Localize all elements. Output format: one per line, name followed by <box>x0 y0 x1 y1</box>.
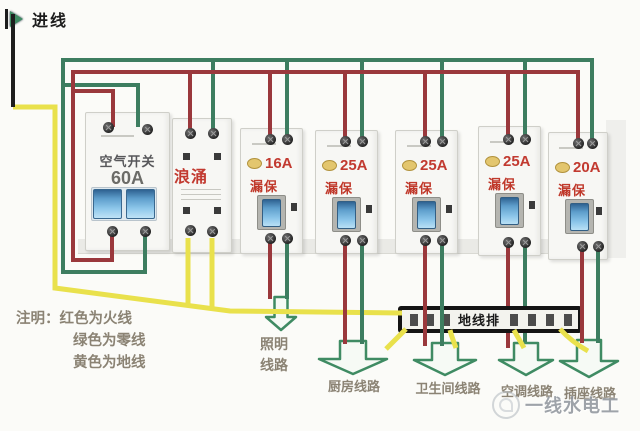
breaker-20A: 20A 漏保 <box>548 132 608 260</box>
terminal-screw <box>206 225 218 237</box>
breaker-rating: 25A <box>420 156 448 174</box>
live-wires <box>71 70 584 346</box>
terminal-screw <box>106 225 118 237</box>
breaker-rating: 60A <box>110 168 145 188</box>
label-socket-circuit: 插座线路 <box>563 386 616 401</box>
terminal-screw <box>586 137 598 149</box>
legend-line-yellow: 黄色为地线 <box>73 355 146 371</box>
terminal-screw <box>281 232 293 244</box>
ground-trunk-wire <box>13 104 403 316</box>
breaker-rating: 25A <box>503 152 531 170</box>
down-arrow-ac <box>497 341 555 377</box>
live-feed-main <box>73 89 115 127</box>
terminal-screw <box>519 133 531 145</box>
down-arrow-kitchen <box>317 339 389 376</box>
label-bathroom-circuit: 卫生间线路 <box>415 381 481 396</box>
breaker-25A: 25A 漏保 <box>478 126 541 256</box>
watermark-text: 一线水电工 <box>525 396 620 416</box>
incoming-label: 进线 <box>32 13 69 30</box>
breaker-rating: 16A <box>265 154 293 172</box>
label-kitchen-circuit: 厨房线路 <box>327 379 380 394</box>
terminal-screw <box>419 234 431 246</box>
panel-edge <box>606 120 626 258</box>
ground-branch-socket <box>558 327 590 354</box>
ground-branch-ac <box>511 328 527 350</box>
terminal-screw <box>592 240 604 252</box>
ground-bus-label: 地线排 <box>458 313 501 328</box>
terminal-screw <box>141 123 153 135</box>
breaker-toggle <box>257 195 286 230</box>
brand-logo-icon <box>247 157 262 169</box>
terminal-screw <box>436 135 448 147</box>
terminal-screw <box>572 137 584 149</box>
breaker-toggle <box>495 193 524 228</box>
legend-note: 注明：红色为火线 绿色为零线 黄色为地线 <box>16 308 146 374</box>
terminal-screw <box>139 225 151 237</box>
legend-line-green: 绿色为零线 <box>73 333 146 349</box>
terminal-screw <box>281 133 293 145</box>
terminal-screw <box>264 133 276 145</box>
terminal-screw <box>264 232 276 244</box>
terminal-screw <box>339 234 351 246</box>
terminal-screw <box>519 236 531 248</box>
breaker-name: 漏保 <box>558 183 587 198</box>
terminal-screw <box>184 224 196 236</box>
terminal-screw <box>356 135 368 147</box>
brand-logo-icon <box>322 159 337 171</box>
label-lighting-circuit: 照明线路 <box>260 336 288 373</box>
terminal-screw <box>419 135 431 147</box>
breaker-rating: 20A <box>573 158 601 176</box>
breaker-toggle <box>91 187 157 221</box>
breaker-60A: 空气开关 60A <box>85 112 170 251</box>
breaker-name: 空气开关 <box>99 154 156 169</box>
brand-logo-icon <box>555 161 570 173</box>
breaker-rating: 25A <box>340 156 368 174</box>
terminal-screw <box>356 234 368 246</box>
watermark: 一线水电工 <box>492 391 620 419</box>
down-arrow-socket <box>558 338 620 379</box>
breaker-toggle <box>332 197 361 232</box>
ground-bus-bar: 地线排 <box>398 306 582 333</box>
breaker-浪涌: 浪涌 <box>172 118 232 253</box>
terminal-screw <box>207 127 219 139</box>
neutral-wires <box>61 58 600 346</box>
neutral-feed-main <box>63 83 140 127</box>
live-bus <box>71 70 580 262</box>
watermark-logo-icon <box>492 391 520 419</box>
terminal-screw <box>436 234 448 246</box>
breaker-name: 浪涌 <box>174 169 209 186</box>
breaker-toggle <box>565 199 594 234</box>
circuit-arrows <box>264 295 620 379</box>
ground-branch-kitchen <box>384 327 408 351</box>
breaker-name: 漏保 <box>325 181 354 196</box>
breaker-25A: 25A 漏保 <box>315 130 378 254</box>
breaker-name: 漏保 <box>250 179 279 194</box>
breaker-toggle <box>412 197 441 232</box>
ground-branch-bathroom <box>447 329 459 349</box>
brand-logo-icon <box>485 155 500 167</box>
terminal-screw <box>339 135 351 147</box>
ground-wires <box>13 104 590 354</box>
brand-logo-icon <box>402 159 417 171</box>
down-arrow-bathroom <box>412 341 478 377</box>
terminal-screw <box>576 240 588 252</box>
neutral-bus <box>61 58 594 274</box>
terminal-screw <box>184 127 196 139</box>
terminal-screw <box>502 236 514 248</box>
terminal-screw <box>502 133 514 145</box>
legend-line-red: 注明：红色为火线 <box>16 311 132 327</box>
breaker-name: 漏保 <box>405 181 434 196</box>
breaker-name: 漏保 <box>488 177 517 192</box>
terminal-screw <box>102 121 114 133</box>
breaker-25A: 25A 漏保 <box>395 130 458 254</box>
